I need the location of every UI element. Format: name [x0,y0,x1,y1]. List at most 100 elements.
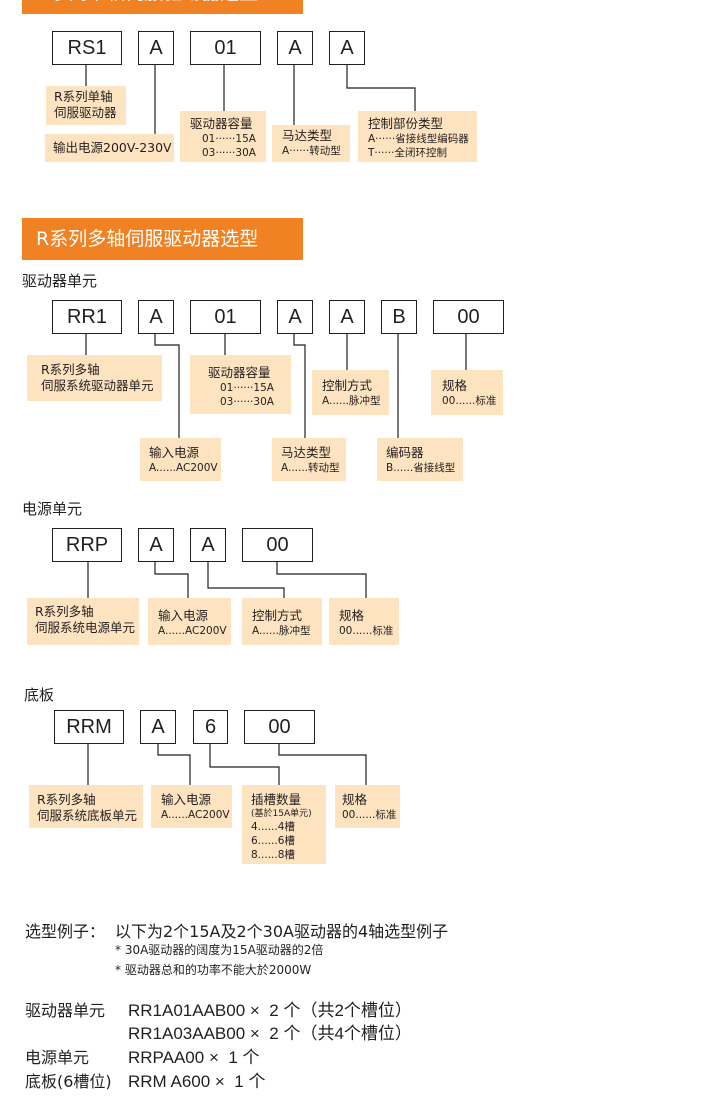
label-series: R系列多轴伺服系统底板单元 [29,785,143,828]
label-title: 驱动器容量 [190,116,253,131]
label-title: 输入电源 [158,608,209,623]
label-title: 规格 [339,608,365,623]
section-header-multi-axis: R系列多轴伺服驱动器选型 [22,218,303,260]
code-box: A [277,300,313,334]
label-text: R系列多轴 [35,604,94,619]
label-title: 输入电源 [161,792,212,807]
code-box: 00 [244,710,315,744]
label-item: 00......标准 [342,809,397,821]
label-text: 伺服系统驱动器单元 [41,378,154,393]
label-title: 控制方式 [322,378,373,393]
label-title: 输入电源 [149,445,200,460]
label-item: A......转动型 [281,462,340,474]
label-item: 01······15A [220,382,274,394]
heading-driver-unit: 驱动器单元 [22,272,98,290]
label-item: 8......8槽 [251,849,295,861]
label-spec: 规格 00......标准 [431,370,503,415]
label-note: (基於15A单元) [251,809,312,819]
code-box: 6 [193,710,228,744]
label-motor: 马达类型 A······转动型 [272,125,350,162]
code-box: A [138,300,174,334]
code-box: RR1 [52,300,122,334]
code-box: 01 [190,31,261,65]
label-title: 规格 [442,378,468,393]
label-series: R系列单轴伺服驱动器 [46,86,126,125]
code-box: B [381,300,417,334]
label-text: R系列单轴 [54,89,113,104]
code-box: A [329,300,365,334]
code-box: RS1 [52,31,122,65]
label-power: 输出电源200V-230V [45,134,174,162]
label-item: T······全闭环控制 [368,147,447,159]
label-item: A······转动型 [282,145,341,157]
label-text: 伺服系统底板单元 [37,808,138,823]
label-item: A......AC200V [161,809,230,821]
code-box: 00 [242,528,313,562]
label-title: 编码器 [386,445,424,460]
label-item: 4......4槽 [251,821,295,833]
label-item: A......脉冲型 [322,395,381,407]
label-series: R系列多轴伺服系统电源单元 [27,598,139,645]
label-control: 控制方式 A......脉冲型 [312,370,389,415]
label-slots: 插槽数量 (基於15A单元) 4......4槽 6......6槽 8......8槽 [242,785,326,864]
label-item: 01······15A [202,133,256,145]
code-box: RRP [52,528,122,562]
label-item: A······省接线型编码器 [368,133,469,145]
label-item: B......省接线型 [386,462,456,474]
label-item: 03······30A [202,147,256,159]
label-title: 插槽数量 [251,792,302,807]
code-box: A [329,31,365,65]
label-control: 控制部份类型 A······省接线型编码器 T······全闭环控制 [358,111,477,162]
code-box: A [190,528,226,562]
example-row-code: RR1A01AAB00 × 2 个（共2个槽位） [128,1001,412,1020]
label-series: R系列多轴伺服系统驱动器单元 [27,355,162,401]
label-item: A......AC200V [158,625,227,637]
example-note: * 30A驱动器的阔度为15A驱动器的2倍 [115,943,324,957]
code-box: A [140,710,176,744]
example-row-name: 电源单元 [25,1048,90,1067]
label-text: R系列多轴 [37,792,96,807]
code-box: A [138,528,174,562]
label-spec: 规格 00......标准 [335,785,400,828]
label-text: R系列多轴 [41,362,100,377]
example-label: 选型例子： [25,922,106,941]
heading-base-plate: 底板 [24,686,55,704]
label-text: 伺服系统电源单元 [35,620,136,635]
label-item: 6......6槽 [251,835,295,847]
label-title: 规格 [342,792,368,807]
code-box: A [277,31,313,65]
label-title: 控制方式 [252,608,303,623]
label-item: A......AC200V [149,462,218,474]
label-input: 输入电源 A......AC200V [140,438,221,481]
label-control: 控制方式 A......脉冲型 [242,598,322,645]
label-item: 03······30A [220,396,274,408]
code-box: 00 [433,300,504,334]
example-row-code: RRPAA00 × 1 个 [128,1048,260,1067]
label-motor: 马达类型 A......转动型 [272,438,346,481]
label-input: 输入电源 A......AC200V [151,785,232,828]
example-row-code: RRM A600 × 1 个 [128,1072,266,1091]
label-input: 输入电源 A......AC200V [148,598,231,645]
label-encoder: 编码器 B......省接线型 [377,438,463,481]
example-description: 以下为2个15A及2个30A驱动器的4轴选型例子 [115,922,449,941]
label-text: 伺服驱动器 [54,105,117,120]
label-item: 00......标准 [442,395,497,407]
label-capacity: 驱动器容量 01······15A 03······30A [180,111,266,162]
label-title: 马达类型 [281,445,332,460]
label-item: A......脉冲型 [252,625,311,637]
code-box: 01 [190,300,261,334]
label-title: 控制部份类型 [368,116,444,131]
section-header-single-axis: R系列单轴伺服驱动器选型 [22,0,303,14]
label-text: 输出电源200V-230V [53,140,172,155]
heading-power-unit: 电源单元 [22,500,83,518]
label-title: 马达类型 [282,128,333,143]
code-box: RRM [54,710,124,744]
example-row-code: RR1A03AAB00 × 2 个（共4个槽位） [128,1024,412,1043]
example-note: * 驱动器总和的功率不能大於2000W [115,963,312,977]
example-row-name: 驱动器单元 [25,1001,106,1020]
example-row-name: 底板(6槽位) [25,1072,112,1091]
